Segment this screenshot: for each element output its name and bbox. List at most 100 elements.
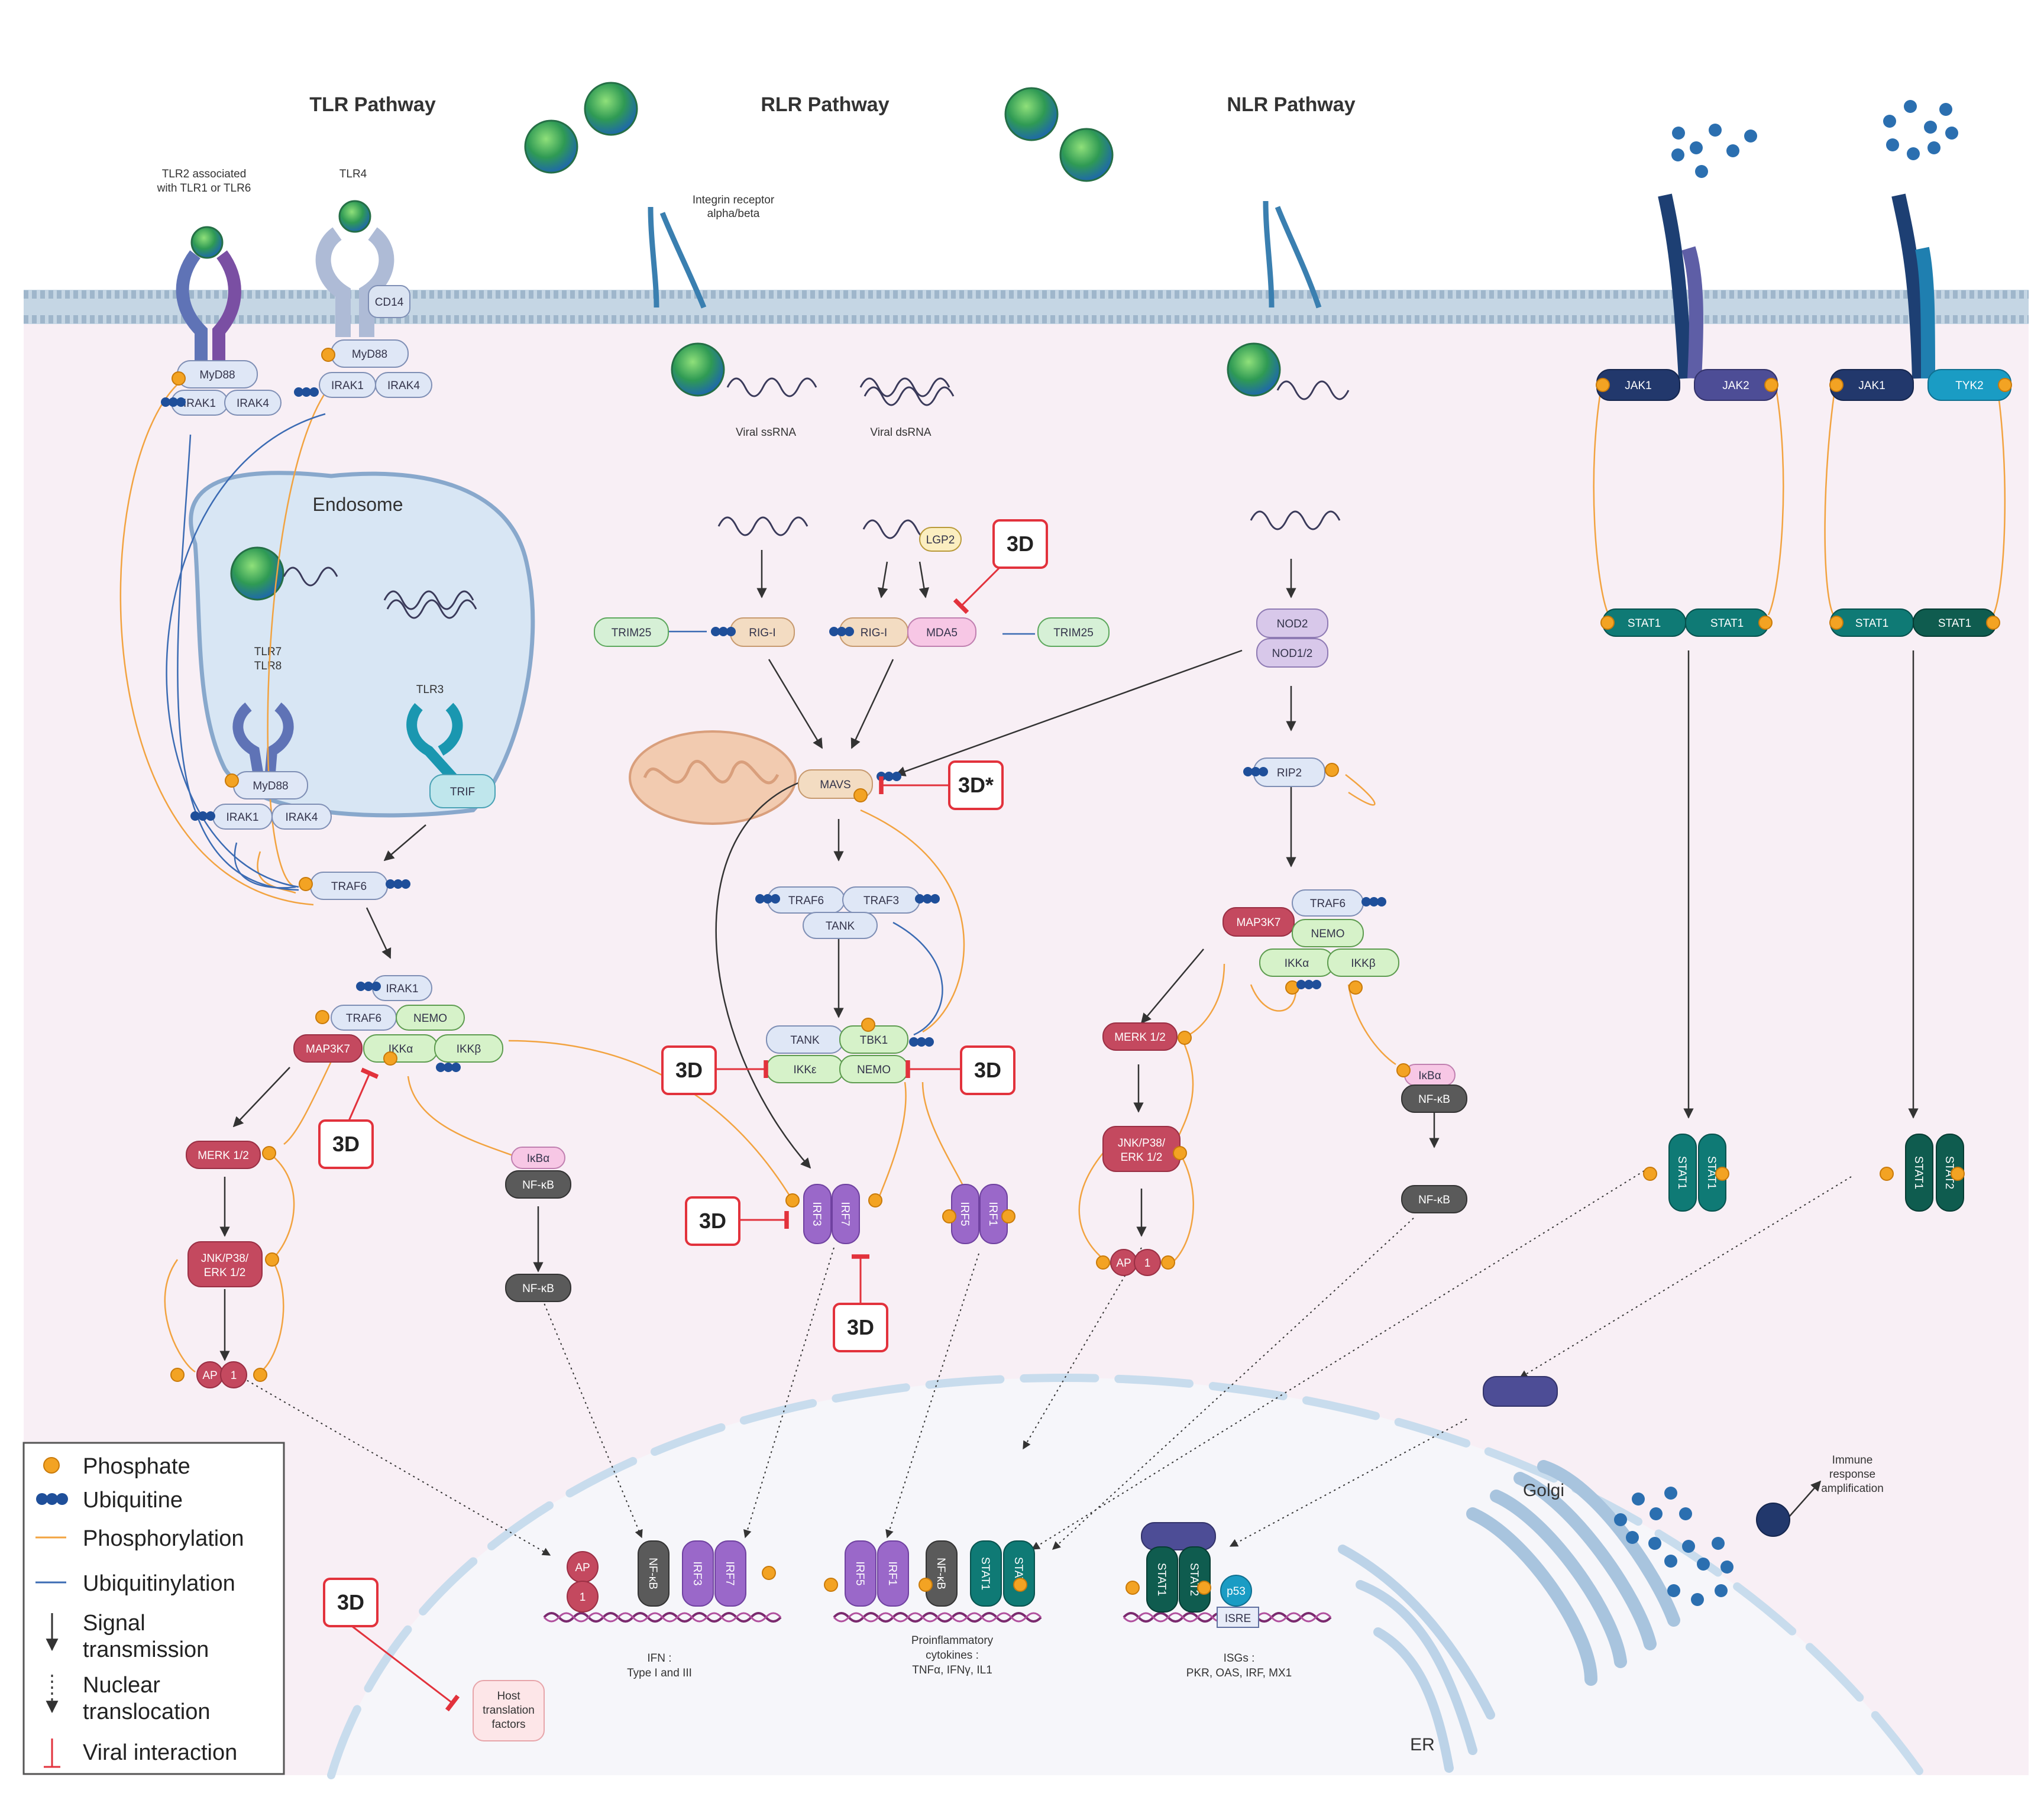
ubiquitine-icon: [190, 811, 215, 821]
p53-node: p53: [1220, 1575, 1252, 1607]
irf3-node: IRF3: [803, 1184, 832, 1244]
svg-text:IKKβ: IKKβ: [1351, 957, 1376, 970]
phosphate-icon: [1161, 1255, 1175, 1270]
irf9-node: [1483, 1376, 1558, 1407]
phosphate-icon: [225, 773, 239, 788]
immune-label-2: response: [1829, 1468, 1875, 1481]
virus-icon: [584, 82, 638, 136]
jnk-node: JNK/P38/ERK 1/2: [187, 1241, 263, 1287]
phosphate-icon: [1013, 1578, 1027, 1592]
signal-arrow: [366, 907, 392, 959]
ikka-node: IKKα: [1259, 948, 1334, 977]
phosphate-icon: [762, 1566, 776, 1580]
legend-nuclear-1: Nuclear: [83, 1673, 160, 1698]
phosphorylation-line: [407, 1076, 515, 1157]
phosphate-icon: [1829, 616, 1844, 630]
svg-text:MyD88: MyD88: [199, 369, 235, 381]
phosphate-icon: [170, 1368, 185, 1382]
irf5-node: IRF5: [845, 1540, 877, 1607]
svg-text:TRIF: TRIF: [450, 786, 475, 798]
irak1-node: IRAK1: [372, 975, 432, 1001]
nod2-node: NOD2: [1256, 608, 1328, 638]
svg-text:STAT2: STAT2: [1188, 1563, 1200, 1596]
phosphate-icon: [1178, 1031, 1192, 1045]
svg-text:TANK: TANK: [790, 1034, 820, 1047]
svg-text:NF-κB: NF-κB: [934, 1558, 947, 1589]
translocation-arrow: [1229, 1419, 1467, 1547]
svg-text:MERK 1/2: MERK 1/2: [1114, 1031, 1166, 1044]
stat1-node: STAT1: [970, 1540, 1002, 1607]
ap1-node: 1: [220, 1361, 247, 1388]
golgi: [1466, 1460, 1680, 1686]
nfkb-node: NF-κB: [638, 1540, 670, 1607]
map3k7-node: MAP3K7: [293, 1034, 363, 1063]
viral-interaction-tag: 3D: [833, 1254, 888, 1352]
svg-text:STAT1: STAT1: [1938, 617, 1971, 630]
signal-arrow: [1789, 1480, 1822, 1517]
stat1-node: STAT1: [1698, 1134, 1726, 1212]
svg-text:MAP3K7: MAP3K7: [1237, 917, 1281, 929]
phosphorylation-line: [1593, 378, 1610, 616]
svg-text:TRAF3: TRAF3: [863, 895, 899, 907]
svg-text:TRAF6: TRAF6: [346, 1012, 381, 1025]
viral-ssrna-label: Viral ssRNA: [736, 426, 796, 439]
isg-label-2: PKR, OAS, IRF, MX1: [1186, 1667, 1292, 1679]
ikka-node: IKKα: [363, 1034, 438, 1063]
svg-text:NF-κB: NF-κB: [1418, 1194, 1450, 1206]
rlr-pathway-title: RLR Pathway: [761, 93, 889, 116]
mda5-node: MDA5: [907, 617, 976, 647]
signal-arrow: [768, 659, 823, 749]
viral-interaction-tag: 3D: [953, 519, 1048, 614]
svg-text:TRAF6: TRAF6: [788, 895, 824, 907]
phosphate-icon: [1998, 378, 2012, 392]
ap-node: AP: [1110, 1249, 1137, 1276]
tlr-pathway-title: TLR Pathway: [309, 93, 436, 116]
svg-text:IRAK1: IRAK1: [227, 811, 259, 824]
nod12-node: NOD1/2: [1256, 638, 1328, 668]
irak1-node: IRAK1: [212, 804, 273, 830]
stat1-node: STAT1: [1668, 1134, 1697, 1212]
phosphorylation-line: [1078, 1152, 1112, 1267]
phosphorylation-line: [164, 1259, 196, 1373]
phosphate-icon: [262, 1146, 276, 1160]
tlr7-tlr8-receptor: [232, 702, 294, 788]
irak1-node: IRAK1: [319, 372, 376, 398]
signal-arrow: [895, 649, 1243, 776]
svg-text:STAT2: STAT2: [1943, 1156, 1955, 1189]
svg-text:STAT1: STAT1: [1676, 1156, 1688, 1189]
ap-node: AP: [196, 1361, 224, 1388]
legend-viral: Viral interaction: [83, 1740, 237, 1765]
legend-signal-1: Signal: [83, 1611, 145, 1636]
phosphate-icon: [1715, 1167, 1729, 1181]
legend-signal-2: transmission: [83, 1637, 209, 1662]
jak2-node: JAK2: [1694, 369, 1778, 401]
phosphate-icon: [1096, 1255, 1110, 1270]
trim25-node: TRIM25: [1037, 617, 1110, 647]
phosphate-icon: [1986, 616, 2000, 630]
phosphorylation-line: [269, 1152, 295, 1260]
svg-text:3D: 3D: [1007, 532, 1034, 556]
stat2-node: STAT1: [1913, 608, 1997, 637]
er-label: ER: [1410, 1735, 1435, 1754]
virus-icon: [1227, 342, 1281, 397]
svg-text:3D: 3D: [337, 1590, 364, 1614]
ikkb-node: IKKβ: [1327, 948, 1399, 977]
svg-text:3D: 3D: [675, 1058, 703, 1082]
host-translation-box: [473, 1680, 545, 1741]
svg-text:NOD1/2: NOD1/2: [1272, 648, 1313, 660]
ubiquitine-icon: [161, 397, 186, 407]
nemo-node: NEMO: [839, 1055, 908, 1083]
phosphate-icon: [43, 1457, 60, 1474]
svg-text:AP: AP: [575, 1562, 590, 1574]
svg-text:IRF7: IRF7: [839, 1202, 851, 1226]
viral-interaction-tag: 3D: [318, 1067, 379, 1169]
phosphorylation-line: [267, 378, 338, 888]
svg-text:ISRE: ISRE: [1225, 1613, 1251, 1625]
phosphorylation-line: [1347, 984, 1396, 1066]
svg-text:TYK2: TYK2: [1955, 380, 1984, 392]
ubiquitine-icon: [915, 894, 940, 904]
myd88-node: MyD88: [177, 360, 258, 389]
svg-text:AP: AP: [202, 1370, 217, 1382]
nfkb-node: NF-κB: [1401, 1084, 1467, 1113]
ubiquitine-icon: [294, 387, 319, 397]
